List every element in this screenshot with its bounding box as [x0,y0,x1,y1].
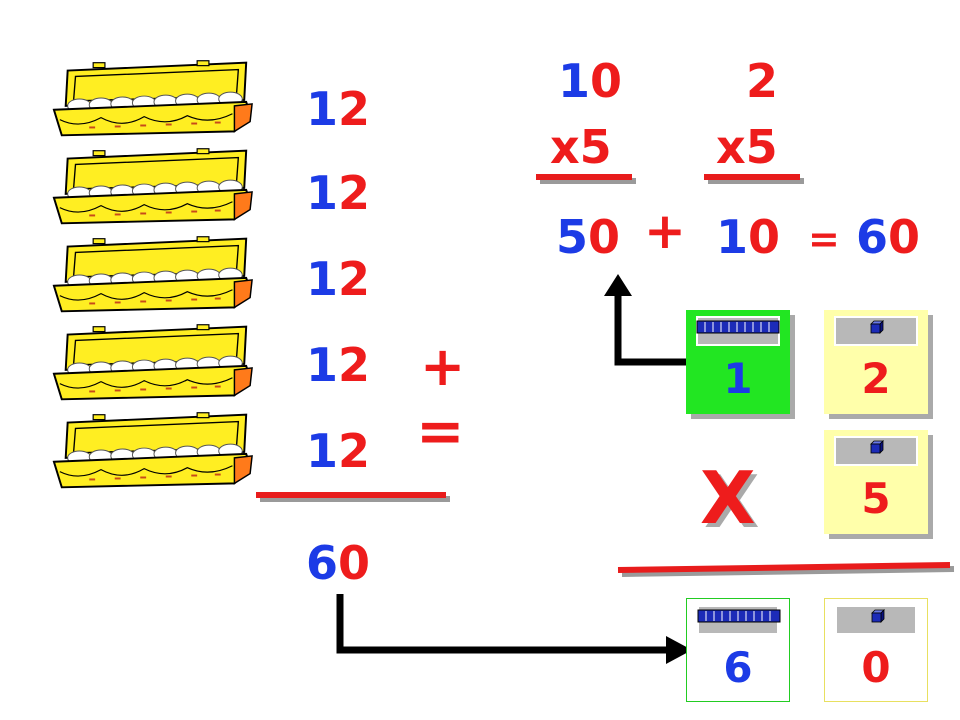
arrow-icon [604,274,688,366]
product-underline [617,562,955,577]
egg-carton-icon [52,235,254,313]
unit-cube-icon [870,440,884,454]
sum-underline [256,492,446,498]
left-underline [536,174,632,180]
place-value-card-tens: 6 [686,598,790,702]
tens-term: 10 [558,54,623,108]
card-digit: 5 [861,474,891,523]
plus-sign: + [420,335,466,398]
card-digit: 6 [723,643,753,692]
egg-carton-icon [52,323,254,401]
result-tens-digit: 6 [306,536,339,590]
addend-tens-digit: 1 [306,82,339,136]
addend-ones-digit: 2 [338,166,371,220]
partial-plus-sign: + [644,202,686,260]
arrow-icon [336,594,692,664]
place-value-card-ones: 0 [824,598,928,702]
addend-tens-digit: 1 [306,166,339,220]
addend-row: 12 [306,86,370,132]
card-digit: 2 [861,354,891,403]
result-ones-digit: 0 [338,536,371,590]
partial-total: 60 [856,210,921,264]
addend-ones-digit: 2 [338,424,371,478]
sum-result: 60 [306,540,370,586]
addend-row: 12 [306,428,370,474]
addend-ones-digit: 2 [338,82,371,136]
addend-ones-digit: 2 [338,252,371,306]
unit-cube-icon [870,320,884,334]
addend-tens-digit: 1 [306,338,339,392]
partial-tens: 50 [556,210,621,264]
addend-tens-digit: 1 [306,424,339,478]
ones-term: 2 [746,54,779,108]
card-digit: 1 [723,354,753,403]
times-sign: X [700,456,756,540]
egg-carton-icon [52,411,254,489]
place-value-card-ones: 5 [824,430,928,534]
egg-carton-icon [52,147,254,225]
addend-tens-digit: 1 [306,252,339,306]
multiplier-left: x5 [550,120,612,174]
right-underline [704,174,800,180]
equals-sign: = [416,397,465,465]
partial-equals-sign: = [808,217,840,261]
place-value-card-tens: 1 [686,310,790,414]
addend-row: 12 [306,256,370,302]
addend-row: 12 [306,342,370,388]
egg-carton-icon [52,59,254,137]
place-value-card-ones: 2 [824,310,928,414]
partial-ones: 10 [716,210,781,264]
addend-row: 12 [306,170,370,216]
card-digit: 0 [861,643,891,692]
unit-cube-icon [871,609,885,623]
ten-rod-icon [696,320,780,334]
ten-rod-icon [697,609,781,623]
addend-ones-digit: 2 [338,338,371,392]
multiplier-right: x5 [716,120,778,174]
